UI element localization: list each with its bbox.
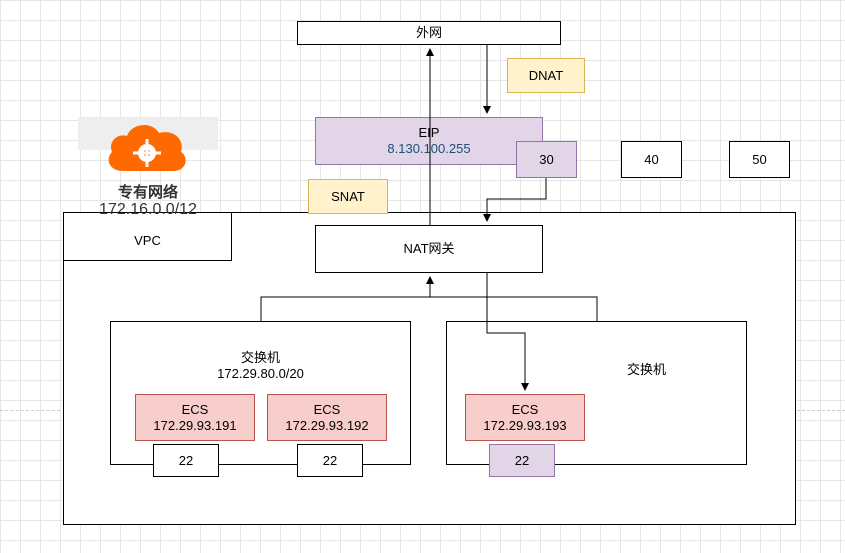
nat-gateway-box: NAT网关 (315, 225, 543, 273)
eip-title: EIP (418, 125, 440, 140)
ecs-port-label-3: 22 (514, 452, 530, 468)
divider-right (797, 410, 845, 411)
vpc-logo-title: 专有网络 (117, 184, 178, 201)
vpc-label-box: VPC (63, 212, 232, 261)
ecs-name-2: ECS (313, 401, 341, 417)
switch-left-title: 交换机 (240, 350, 280, 365)
ecs-ip-2: 172.29.93.192 (285, 417, 369, 433)
internet-label: 外网 (415, 25, 442, 40)
dnat-label: DNAT (528, 67, 564, 83)
eip-address: 8.130.100.255 (387, 141, 471, 156)
eip-box: EIP 8.130.100.255 (315, 117, 543, 165)
switch-left-box: 交换机 172.29.80.0/20 (110, 321, 411, 465)
ecs-port-label-2: 22 (322, 452, 338, 468)
port-30-box: 30 (516, 141, 577, 178)
snat-label: SNAT (331, 188, 365, 204)
port-50-box: 50 (729, 141, 790, 178)
cloud-icon (108, 124, 186, 171)
port-40-box: 40 (621, 141, 682, 178)
ecs-box-2: ECS 172.29.93.192 (267, 394, 387, 441)
port-30-label: 30 (539, 151, 554, 167)
dnat-badge: DNAT (507, 58, 585, 93)
ecs-ip-1: 172.29.93.191 (153, 417, 237, 433)
ecs-name-3: ECS (511, 401, 539, 417)
vpc-logo-cidr: 172.16.0.0/12 (99, 201, 197, 218)
switch-left-cidr: 172.29.80.0/20 (217, 366, 304, 381)
port-50-label: 50 (752, 151, 767, 167)
ecs-box-1: ECS 172.29.93.191 (135, 394, 255, 441)
nat-gateway-label: NAT网关 (403, 241, 455, 256)
ecs-port-label-1: 22 (178, 452, 194, 468)
port-40-label: 40 (644, 151, 659, 167)
ecs-ip-3: 172.29.93.193 (483, 417, 567, 433)
ecs-port-2: 22 (297, 444, 363, 477)
ecs-name-1: ECS (181, 401, 209, 417)
ecs-box-3: ECS 172.29.93.193 (465, 394, 585, 441)
divider-left (0, 410, 60, 411)
vpc-label: VPC (134, 233, 161, 248)
ecs-port-1: 22 (153, 444, 219, 477)
ecs-port-3: 22 (489, 444, 555, 477)
snat-badge: SNAT (308, 179, 388, 214)
internet-box: 外网 (297, 21, 561, 45)
switch-right-title: 交换机 (626, 362, 666, 377)
